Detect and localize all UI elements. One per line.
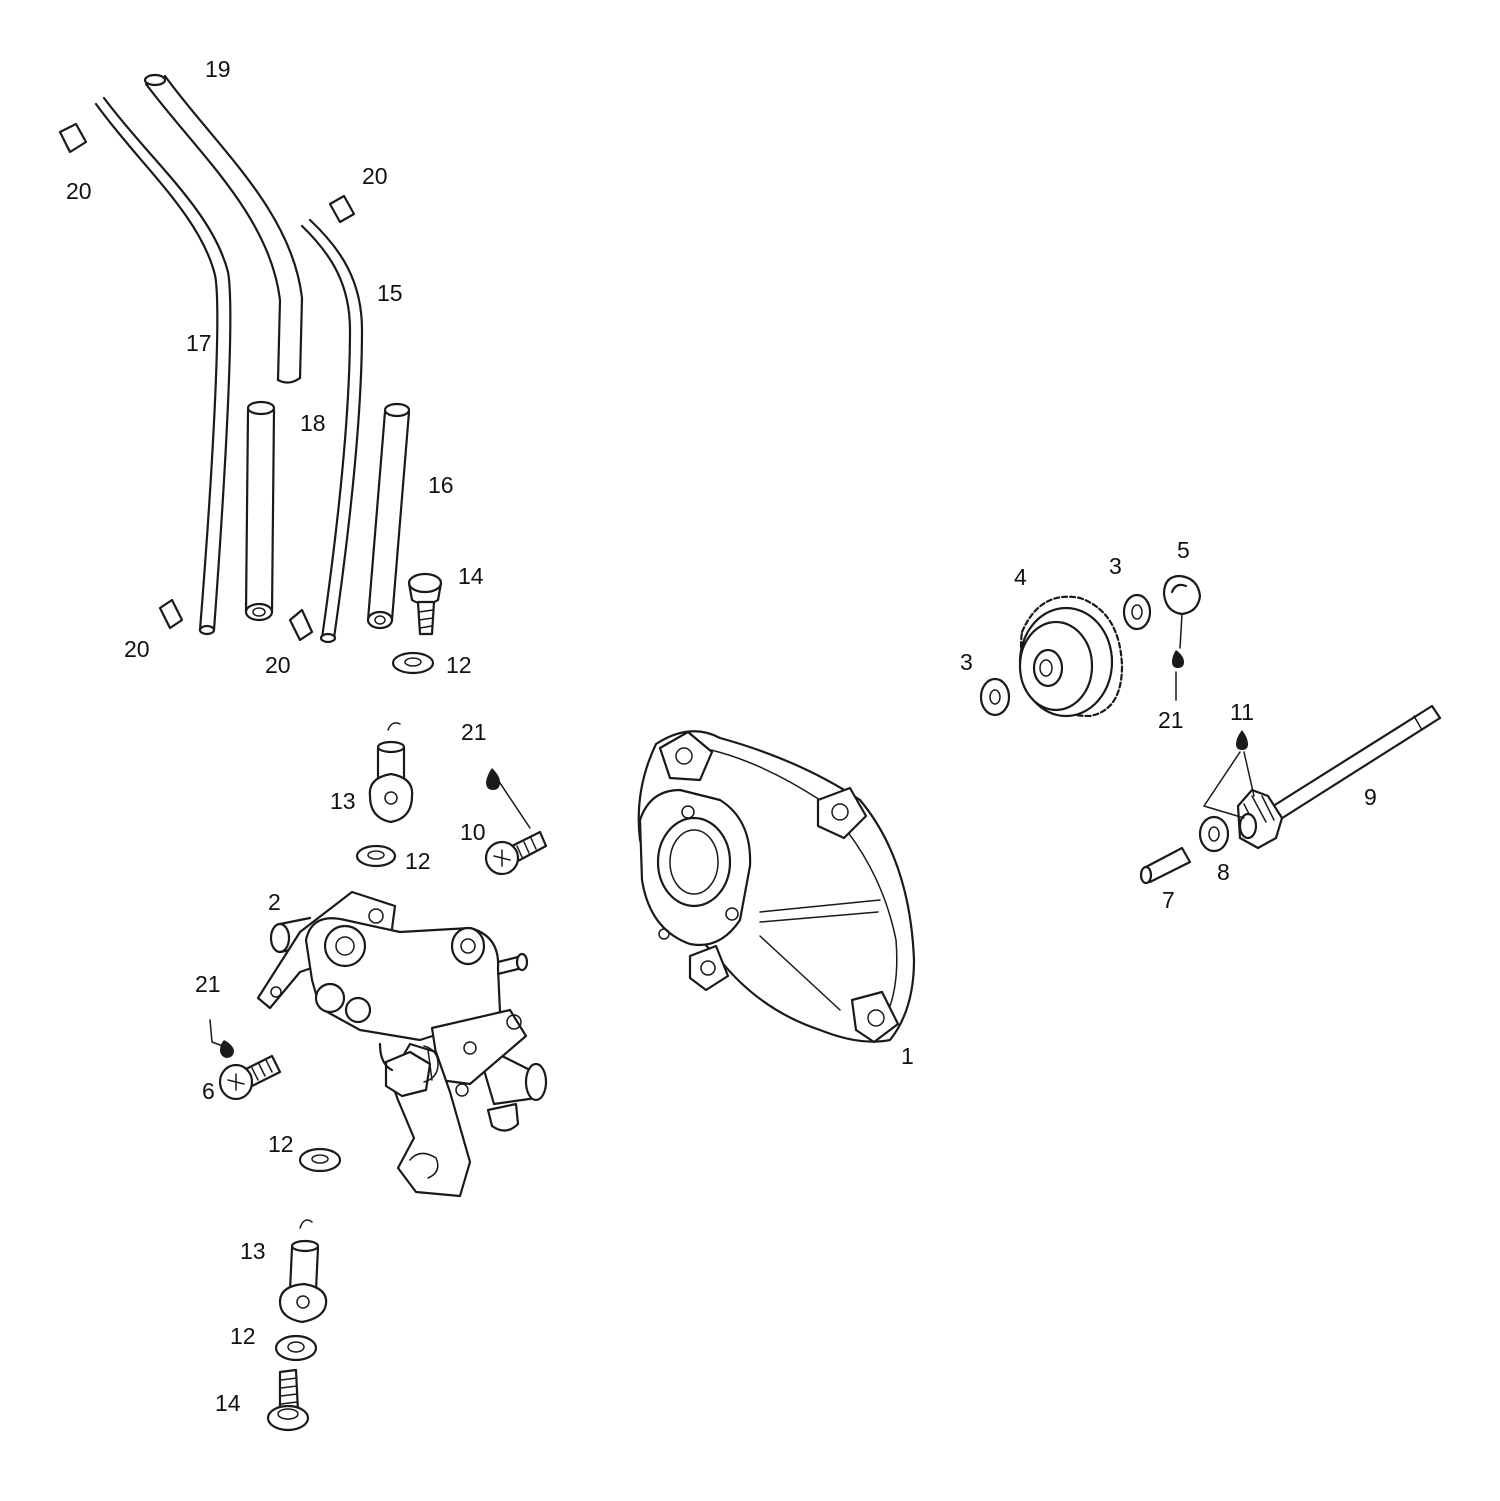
callout-12-upper: 12 <box>405 848 431 874</box>
callout-3-left: 3 <box>960 649 973 675</box>
clip-20-bottom-mid <box>288 608 314 642</box>
sealant-drop-21-right <box>1172 613 1184 701</box>
washer-3-right <box>1122 593 1152 631</box>
sealant-drop-21-left <box>209 1019 234 1058</box>
oil-pump-2 <box>256 890 548 1198</box>
circlip-5 <box>1162 574 1202 616</box>
washer-12-mid <box>298 1147 342 1173</box>
callout-9: 9 <box>1364 784 1377 810</box>
hose-19 <box>143 73 304 384</box>
callout-13-lower: 13 <box>240 1238 266 1264</box>
hose-15 <box>300 218 364 644</box>
callout-11: 11 <box>1230 699 1254 725</box>
banjo-bolt-14-top <box>407 572 443 636</box>
callout-7: 7 <box>1162 887 1175 913</box>
callout-21-left: 21 <box>195 971 221 997</box>
callout-21-right: 21 <box>1158 707 1184 733</box>
callout-6: 6 <box>202 1078 215 1104</box>
callout-13-upper: 13 <box>330 788 356 814</box>
washer-12-lower <box>274 1334 318 1362</box>
callout-12-lower: 12 <box>230 1323 256 1349</box>
callout-16: 16 <box>428 472 454 498</box>
callout-20-top-left: 20 <box>66 178 92 204</box>
callout-2: 2 <box>268 889 281 915</box>
callout-14-lower: 14 <box>215 1390 241 1416</box>
sealant-drop-11 <box>1203 730 1255 819</box>
washer-3-left <box>979 677 1011 717</box>
callout-10: 10 <box>460 819 486 845</box>
callout-1: 1 <box>901 1043 914 1069</box>
callout-20-bottom-left: 20 <box>124 636 150 662</box>
screw-6 <box>218 1054 282 1101</box>
drive-gear-4 <box>1018 595 1124 718</box>
callout-8: 8 <box>1217 859 1230 885</box>
pump-shaft-9 <box>1236 704 1442 850</box>
clip-20-top-left <box>58 122 88 154</box>
callout-21-upper: 21 <box>461 719 487 745</box>
callout-12-top: 12 <box>446 652 472 678</box>
callout-18: 18 <box>300 410 326 436</box>
hose-16 <box>366 402 411 630</box>
callout-4: 4 <box>1014 564 1027 590</box>
washer-12-top <box>391 651 435 675</box>
bolt-14-lower <box>266 1368 310 1432</box>
callout-20-top-right: 20 <box>362 163 388 189</box>
callout-17: 17 <box>186 330 212 356</box>
clip-20-bottom-left <box>158 598 184 630</box>
clip-20-top-right <box>328 194 356 224</box>
fitting-13-upper <box>368 722 414 824</box>
drive-pin-7 <box>1139 846 1192 885</box>
hose-18 <box>244 400 276 622</box>
callout-19: 19 <box>205 56 231 82</box>
screw-10 <box>484 830 548 876</box>
washer-8 <box>1198 815 1230 853</box>
callout-12-mid: 12 <box>268 1131 294 1157</box>
callout-15: 15 <box>377 280 403 306</box>
pump-cover-1 <box>637 730 916 1044</box>
callout-5: 5 <box>1177 537 1190 563</box>
callout-20-bottom-mid: 20 <box>265 652 291 678</box>
fitting-13-lower <box>278 1219 328 1324</box>
sealant-drop-21-upper <box>486 768 531 829</box>
callout-3-right: 3 <box>1109 553 1122 579</box>
callout-14-top: 14 <box>458 563 484 589</box>
hose-17 <box>94 96 232 636</box>
washer-12-upper <box>355 844 397 868</box>
